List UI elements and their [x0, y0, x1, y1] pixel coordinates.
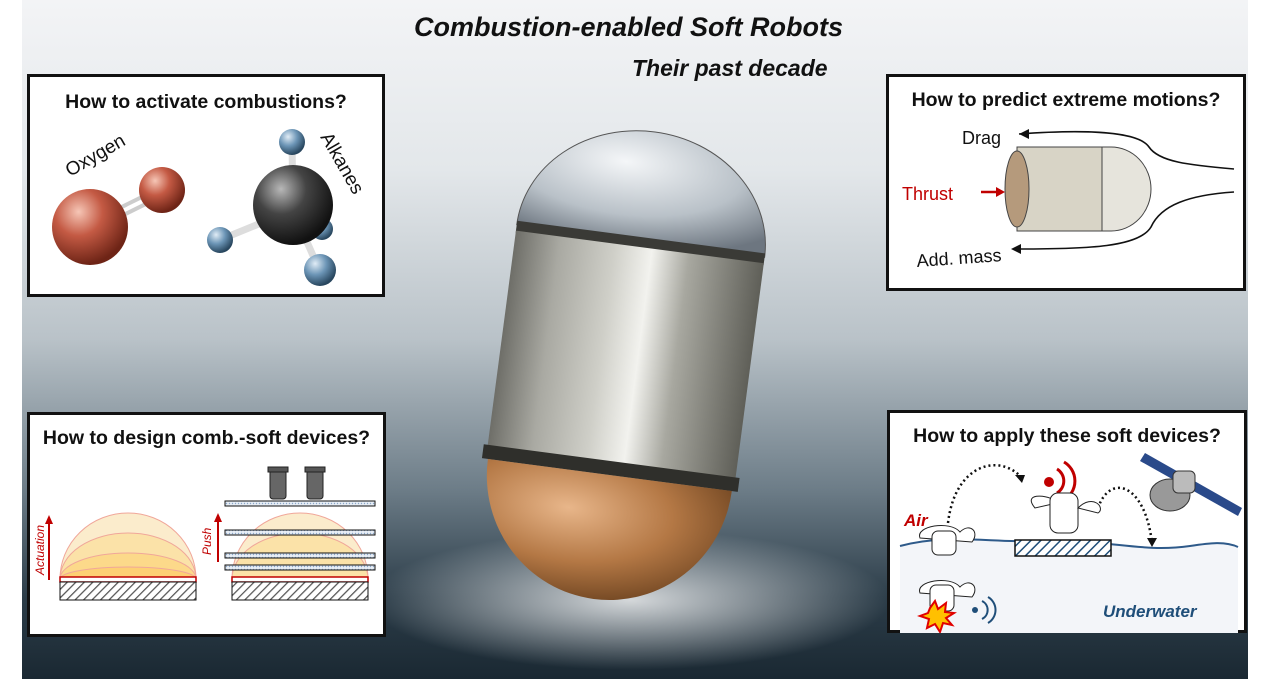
added-mass-flow-line — [1018, 191, 1235, 250]
panel-heading: How to predict extreme motions? — [911, 89, 1221, 111]
push-diagram — [214, 466, 376, 601]
panel-predict-motions: How to predict extreme motions? Drag Thr… — [886, 74, 1246, 291]
panel-design-devices: How to design comb.-soft devices? Actuat… — [27, 412, 386, 637]
thrust-label: Thrust — [902, 184, 953, 204]
robot-jumper-icon — [1030, 492, 1101, 534]
splash — [370, 530, 890, 670]
panel-heading: How to activate combustions? — [65, 91, 347, 113]
subtitle: Their past decade — [632, 55, 828, 81]
drag-label: Drag — [962, 128, 1001, 148]
oxygen-molecule — [52, 167, 185, 265]
platform — [1014, 539, 1112, 557]
push-label: Push — [200, 527, 214, 555]
robot-side-icon — [1004, 146, 1152, 232]
alkane-molecule — [207, 129, 336, 286]
air-label: Air — [903, 511, 929, 530]
jump-path — [946, 463, 1023, 524]
panel-activate-combustions: How to activate combustions? Oxygen Alka… — [27, 74, 385, 297]
water-region — [900, 539, 1238, 633]
underwater-label: Underwater — [1103, 602, 1198, 621]
jump-path — [1096, 486, 1154, 544]
panel-heading: How to design comb.-soft devices? — [42, 427, 371, 449]
signal-icon-blue — [972, 596, 997, 624]
drag-flow-line — [1018, 131, 1235, 170]
oxygen-label: Oxygen — [62, 130, 129, 181]
panel-heading: How to apply these soft devices? — [913, 425, 1221, 447]
cylinder-body — [486, 230, 764, 484]
added-mass-label: Add. mass — [916, 245, 1002, 271]
clear-dome-cap — [516, 130, 766, 258]
dome-ring — [515, 220, 766, 266]
main-title: Combustion-enabled Soft Robots — [414, 12, 843, 42]
body-ring — [481, 444, 740, 492]
robot-floating-icon — [919, 525, 976, 556]
explosion-icon — [917, 598, 957, 633]
actuation-diagram — [45, 512, 197, 601]
actuation-label: Actuation — [33, 525, 47, 576]
panel-apply-devices: How to apply these soft devices? — [887, 410, 1247, 633]
orange-combustion-chamber — [486, 458, 732, 600]
satellite-icon — [1140, 453, 1242, 516]
